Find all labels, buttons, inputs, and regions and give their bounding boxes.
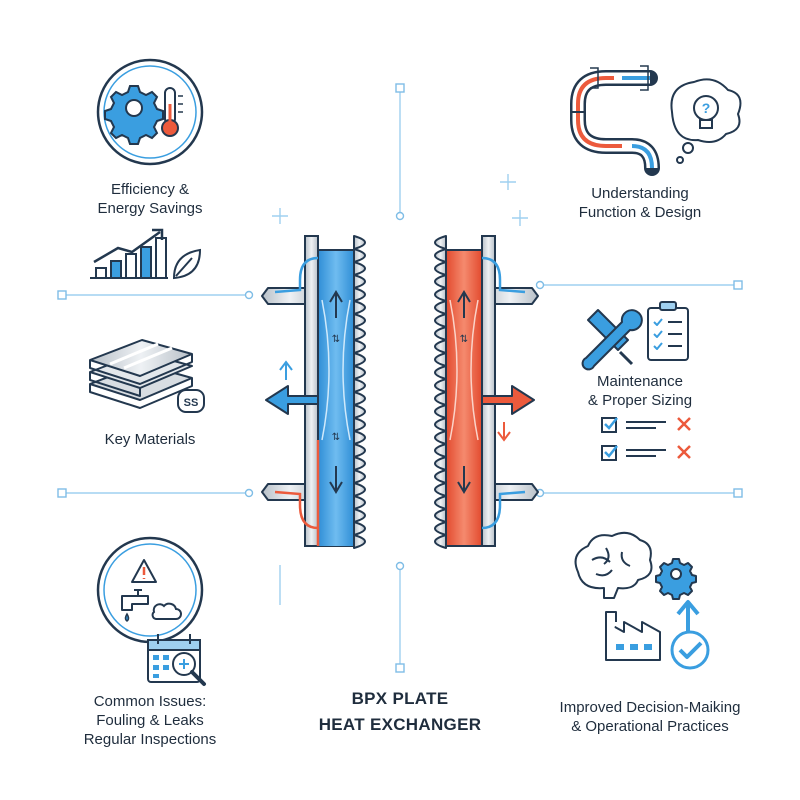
cold-plate: ⇅ ⇅ xyxy=(261,235,366,549)
svg-text:⇅: ⇅ xyxy=(460,334,468,345)
warning-faucet-icon xyxy=(96,536,204,644)
checklist-icon xyxy=(601,417,691,461)
materials-label: Key Materials xyxy=(60,430,240,449)
diagram-title-line1: BPX PLATE xyxy=(351,689,449,708)
svg-text:?: ? xyxy=(702,100,711,116)
issues-label-line1: Common Issues: xyxy=(93,693,207,710)
tools-clipboard-icon xyxy=(581,301,689,371)
sparkle-crosses xyxy=(272,174,528,226)
svg-text:⇅: ⇅ xyxy=(332,334,340,345)
pipes-lightbulb-icon: ? xyxy=(570,65,742,176)
function-label-line2: Function & Design xyxy=(578,204,702,221)
decisions-label-line2: & Operational Practices xyxy=(571,718,729,735)
maintenance-label-line2: & Proper Sizing xyxy=(587,392,693,409)
diagram-title-line2: HEAT EXCHANGER xyxy=(318,715,482,734)
efficiency-label: Efficiency & Energy Savings xyxy=(60,180,240,218)
function-label-line1: Understanding xyxy=(591,185,689,202)
issues-label: Common Issues: Fouling & Leaks Regular I… xyxy=(40,692,260,749)
hot-plate: ⇅ xyxy=(434,235,539,549)
metal-sheets-icon xyxy=(89,339,205,413)
diagram-title: BPX PLATE HEAT EXCHANGER xyxy=(270,686,530,738)
issues-label-line2: Fouling & Leaks xyxy=(96,712,204,729)
maintenance-label-line1: Maintenance xyxy=(597,373,683,390)
decisions-label-line1: Improved Decision-Maiking xyxy=(559,699,741,716)
function-label: Understanding Function & Design xyxy=(540,184,740,222)
efficiency-label-line1: Efficiency & xyxy=(110,181,190,198)
svg-text:⇅: ⇅ xyxy=(332,432,340,443)
ss-badge: SS xyxy=(184,397,199,409)
calendar-inspection-icon xyxy=(147,634,206,686)
connector-lines xyxy=(62,88,738,665)
maintenance-label: Maintenance & Proper Sizing xyxy=(540,372,740,410)
efficiency-label-line2: Energy Savings xyxy=(97,200,203,217)
growth-chart-icon xyxy=(90,228,202,280)
brain-factory-icon xyxy=(574,531,710,670)
gear-thermometer-icon xyxy=(96,58,204,166)
decisions-label: Improved Decision-Maiking & Operational … xyxy=(520,698,780,736)
issues-label-line3: Regular Inspections xyxy=(83,731,217,748)
materials-label-line1: Key Materials xyxy=(104,431,196,448)
connector-nodes xyxy=(57,83,743,673)
